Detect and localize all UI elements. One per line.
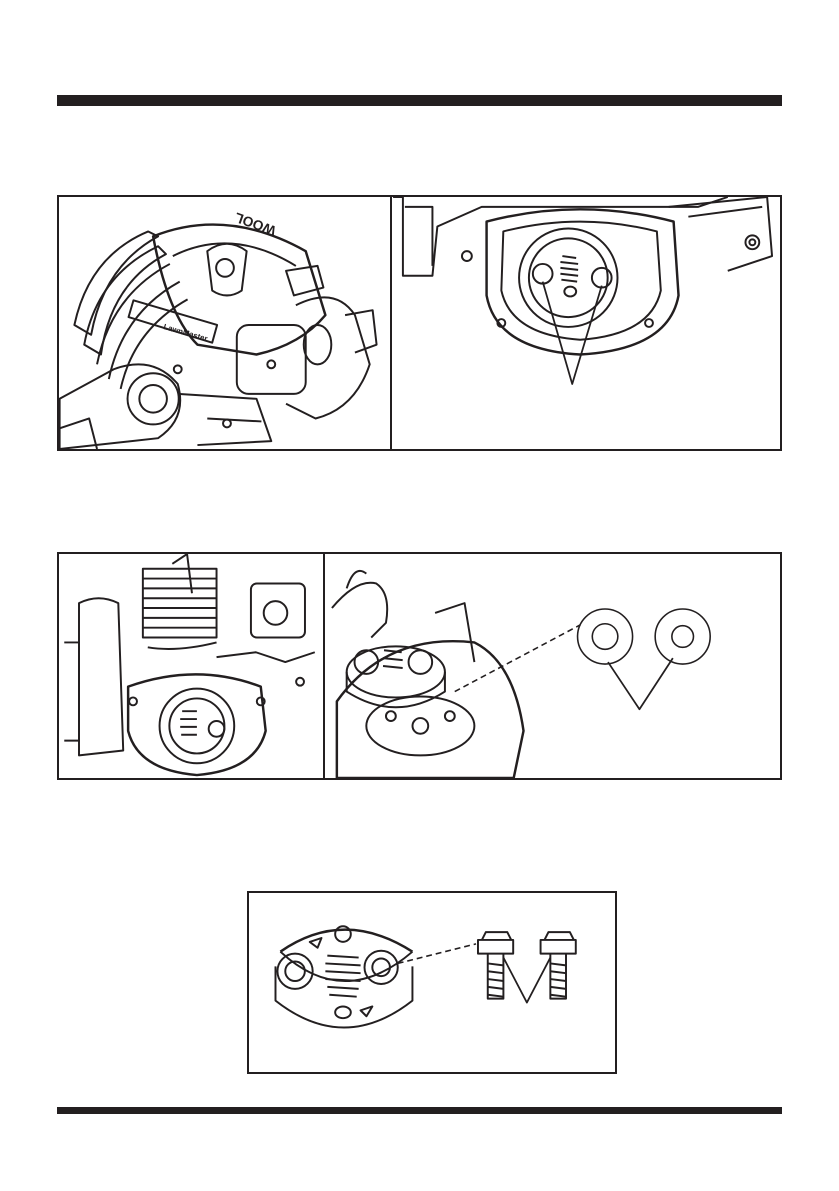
clutch-assembly-illustration <box>249 893 615 1072</box>
engine-exposed-illustration <box>59 554 323 778</box>
figure-engine-housing: LawnMaster WOOL <box>57 195 392 451</box>
footer-rule <box>57 1107 782 1114</box>
header-rule <box>57 95 782 106</box>
clutch-washers-illustration <box>325 554 780 778</box>
figure-engine-exposed <box>57 552 325 780</box>
figure-clutch-assembly <box>247 891 617 1074</box>
housing-label-text: WOOL <box>233 209 278 238</box>
engine-housing-illustration: LawnMaster WOOL <box>59 197 390 449</box>
brand-logo-text: LawnMaster <box>162 322 208 343</box>
clutch-bolts-illustration <box>392 197 780 449</box>
figure-clutch-bolts <box>390 195 782 451</box>
figure-clutch-washers <box>323 552 782 780</box>
